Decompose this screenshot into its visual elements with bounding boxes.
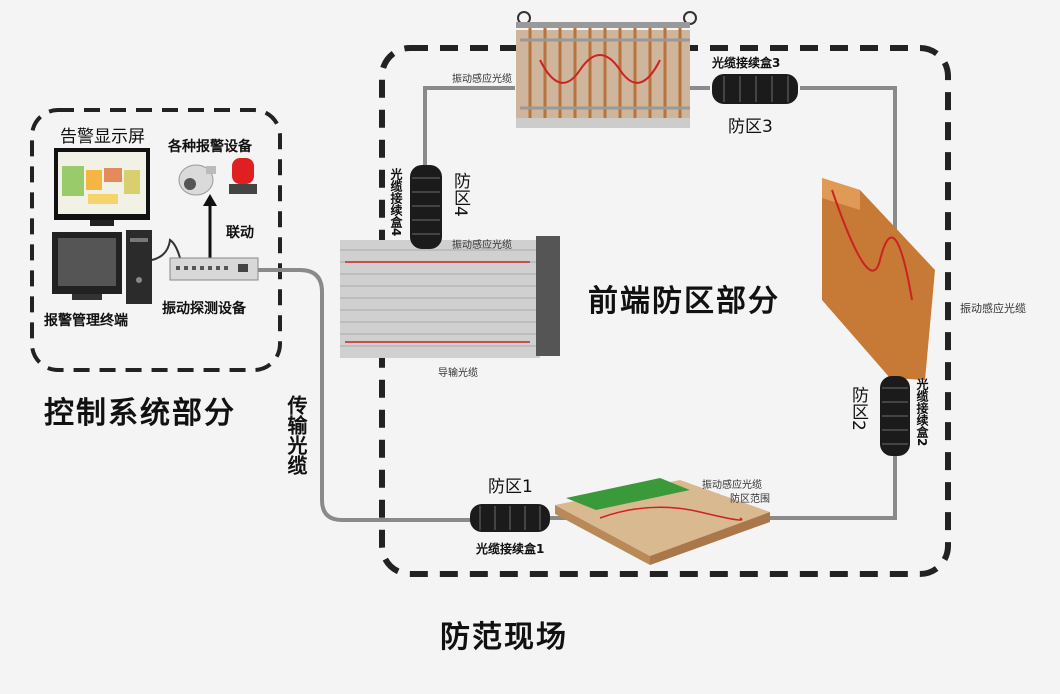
mesh-fence-icon	[340, 236, 560, 358]
wall-icon	[822, 178, 935, 380]
ground-sensor-label: 振动感应光缆	[702, 480, 762, 491]
linkage-label: 联动	[226, 225, 254, 241]
splice-box-3-label: 光缆接续盒3	[712, 56, 781, 70]
zone-2-label: 防区2	[848, 386, 868, 431]
transmission-cable	[258, 268, 475, 522]
alarm-screen-label: 告警显示屏	[60, 127, 145, 147]
alarm-devices-label: 各种报警设备	[168, 139, 252, 155]
splice-box-1-label: 光缆接续盒1	[476, 542, 545, 556]
splice-box-1	[470, 504, 550, 532]
ground-zone-label: 防区范围	[730, 494, 770, 505]
detector-label: 振动探测设备	[162, 301, 246, 317]
ground-zone-icon	[555, 478, 770, 565]
transmission-cable-label: 传输光缆	[284, 395, 308, 475]
splice-box-4-label: 光缆接续盒4	[389, 168, 403, 237]
zone-3-label: 防区3	[728, 117, 773, 137]
splice-box-4	[410, 165, 442, 249]
zone-1-label: 防区1	[488, 477, 533, 497]
lead-cable-label: 导输光缆	[438, 368, 478, 379]
control-system-title: 控制系统部分	[44, 396, 236, 431]
wall-sensor-label: 振动感应光缆	[960, 302, 1026, 315]
top-sensor-label: 振动感应光缆	[452, 74, 512, 85]
mesh-sensor-label: 振动感应光缆	[452, 240, 512, 251]
terminal-computer-icon	[52, 230, 181, 304]
control-system-boundary	[30, 108, 282, 372]
field-title: 防范现场	[440, 620, 568, 655]
terminal-label: 报警管理终端	[44, 313, 128, 329]
camera-icon	[178, 164, 216, 196]
zone-4-label: 防区4	[450, 172, 470, 217]
vibration-detector-icon	[169, 257, 259, 281]
front-zone-title: 前端防区部分	[588, 284, 780, 319]
splice-box-2-label: 光缆接续盒2	[915, 378, 929, 447]
alarm-siren-icon	[229, 158, 257, 194]
splice-box-2	[880, 376, 910, 456]
alarm-screen-icon	[54, 148, 150, 226]
field-loop-cable	[423, 86, 897, 520]
splice-box-3	[712, 74, 798, 104]
top-fence-icon	[516, 11, 697, 128]
